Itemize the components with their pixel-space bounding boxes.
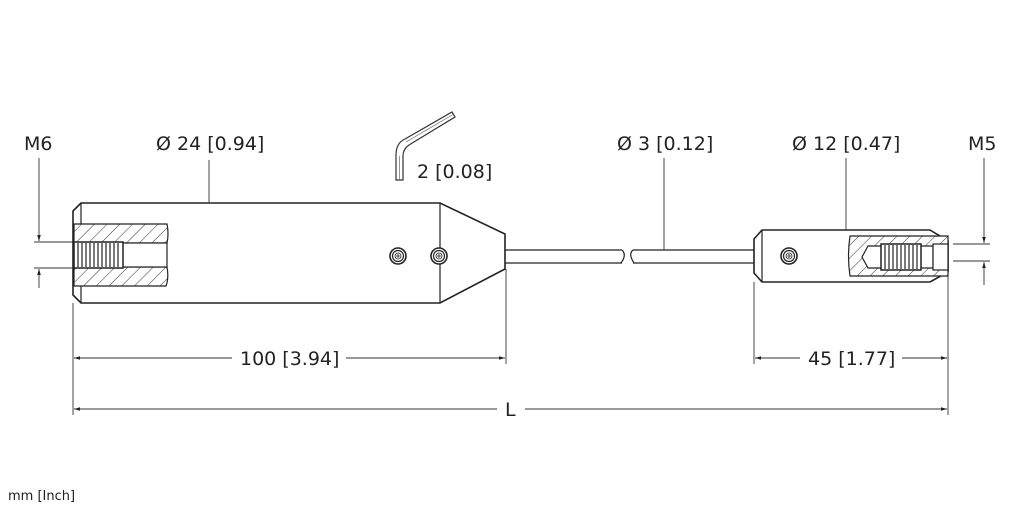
left-internal-thread [73, 241, 124, 269]
left-length-label: 100 [3.94] [240, 348, 339, 370]
hex-key-icon [395, 111, 456, 181]
left-diameter-label: Ø 24 [0.94] [156, 133, 264, 155]
cable [505, 249, 754, 264]
left-section-hatch [73, 223, 169, 244]
right-length-label: 45 [1.77] [808, 348, 895, 370]
cable-diameter-label: Ø 3 [0.12] [617, 133, 713, 155]
right-diameter-label: Ø 12 [0.47] [792, 133, 900, 155]
left-thread-label: M6 [24, 133, 52, 155]
left-sensor-body [72, 202, 506, 304]
hex-key-label: 2 [0.08] [417, 161, 492, 183]
right-sensor-body [753, 229, 949, 283]
dimension-lines [34, 158, 990, 415]
set-screw-icon [430, 247, 448, 265]
units-note: mm [Inch] [8, 489, 75, 504]
set-screw-icon [780, 247, 798, 265]
right-internal-thread [880, 243, 922, 271]
set-screw-icon [389, 247, 407, 265]
right-thread-label: M5 [968, 133, 996, 155]
total-length-label: L [505, 399, 516, 421]
